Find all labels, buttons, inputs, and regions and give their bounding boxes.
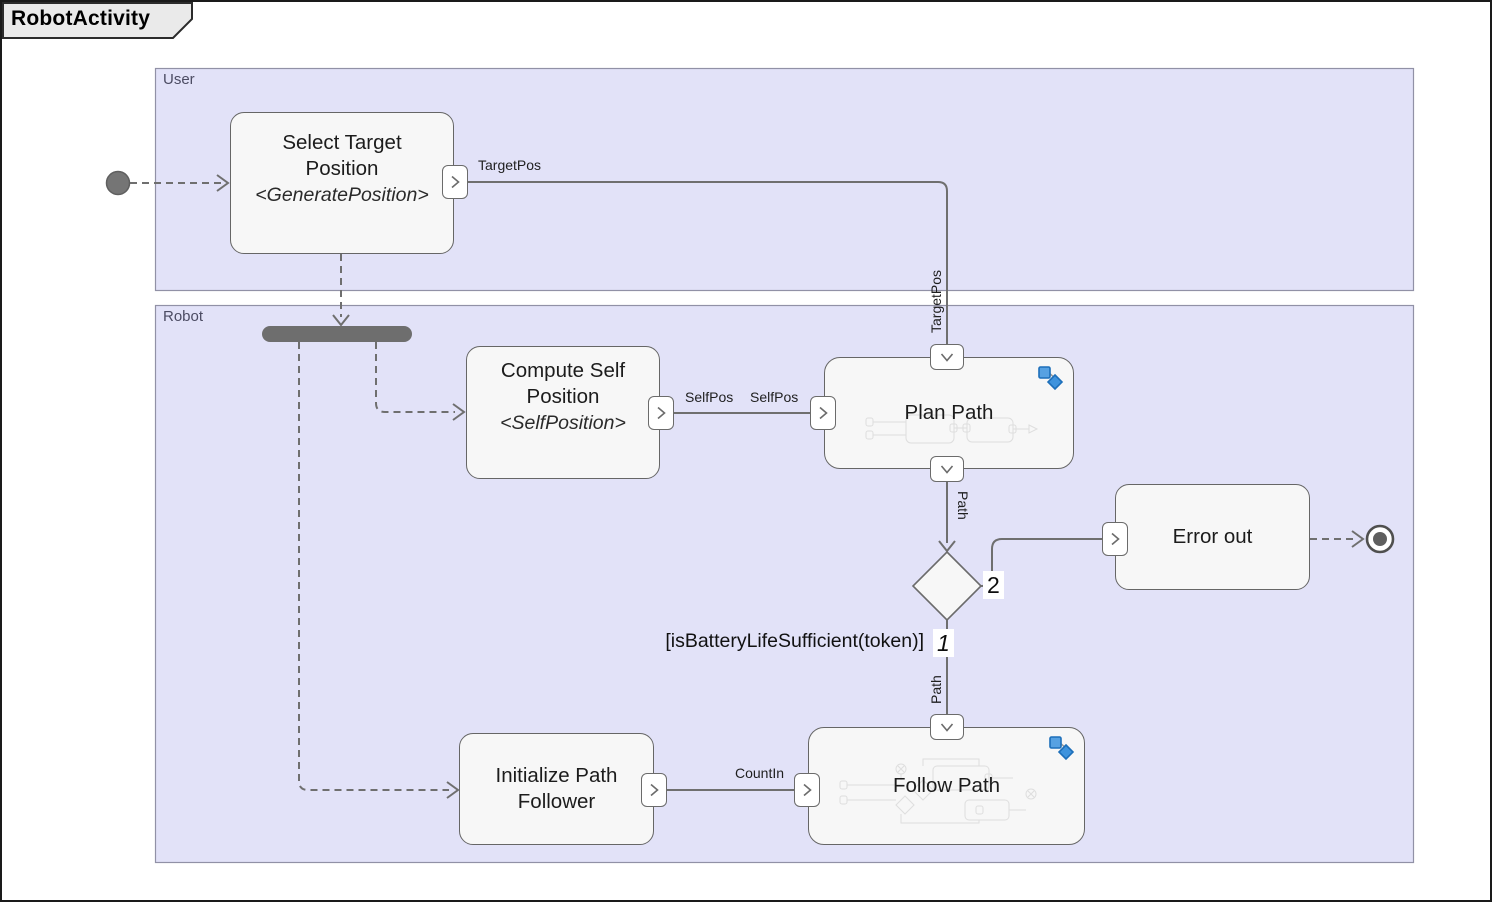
chevron-down-icon — [940, 353, 954, 362]
chevron-right-icon — [650, 783, 659, 797]
chevron-right-icon — [1111, 532, 1120, 546]
action-initialize-path-follower[interactable]: Initialize Path Follower — [459, 733, 654, 845]
pin-label-targetpos: TargetPos — [478, 157, 542, 173]
output-pin-targetpos[interactable] — [442, 165, 468, 199]
pin-label-countin: CountIn — [735, 765, 785, 781]
simulink-behavior-badge-icon — [1049, 736, 1075, 761]
lane-label-robot: Robot — [163, 308, 204, 325]
chevron-right-icon — [803, 783, 812, 797]
chevron-right-icon — [657, 406, 666, 420]
behavior-preview-watermark — [839, 758, 1037, 824]
branch-1-label: 1 — [933, 629, 954, 657]
flow-label-path-out: Path — [955, 491, 971, 520]
flow-fork-to-initialize-follower[interactable] — [298, 342, 460, 799]
input-pin-countin[interactable] — [794, 773, 820, 807]
action-stereotype: <SelfPosition> — [500, 412, 626, 434]
action-compute-self-position[interactable]: Compute Self Position <SelfPosition> — [466, 346, 660, 479]
output-pin-countin[interactable] — [641, 773, 667, 807]
action-title: Select Target Position — [282, 131, 402, 180]
input-pin-error-out[interactable] — [1102, 522, 1128, 556]
simulink-behavior-badge-icon — [1038, 366, 1064, 391]
flow-path-to-decision[interactable] — [938, 482, 956, 553]
action-follow-path[interactable]: Follow Path — [808, 727, 1085, 845]
pin-label-selfpos-out: SelfPos — [685, 389, 734, 405]
chevron-right-icon — [451, 175, 460, 189]
branch-2-label: 2 — [983, 571, 1004, 599]
guard-condition-label: [isBatteryLifeSufficient(token)] — [665, 630, 924, 652]
chevron-right-icon — [819, 406, 828, 420]
action-select-target-position[interactable]: Select Target Position <GeneratePosition… — [230, 112, 454, 254]
input-pin-selfpos[interactable] — [810, 396, 836, 430]
output-pin-path[interactable] — [930, 456, 964, 482]
diagram-title-tab — [2, 2, 193, 39]
action-error-out[interactable]: Error out — [1115, 484, 1310, 590]
diagram-title: RobotActivity — [11, 7, 151, 30]
initial-node[interactable] — [105, 170, 131, 196]
action-title: Error out — [1172, 525, 1253, 548]
input-pin-path[interactable] — [930, 714, 964, 740]
final-node[interactable] — [1365, 524, 1395, 554]
flow-label-path-in: Path — [928, 675, 944, 704]
flow-label-targetpos-vertical: TargetPos — [928, 269, 944, 333]
fork-node[interactable] — [262, 326, 412, 342]
lane-label-user: User — [163, 71, 195, 88]
flow-select-target-to-fork[interactable] — [332, 254, 350, 327]
flow-error-out-to-final[interactable] — [1310, 530, 1365, 548]
action-title: Follow Path — [892, 774, 1001, 797]
action-plan-path[interactable]: Plan Path — [824, 357, 1074, 469]
action-title: Plan Path — [904, 401, 994, 424]
flow-targetpos[interactable] — [468, 181, 948, 344]
chevron-down-icon — [940, 723, 954, 732]
action-title: Initialize Path Follower — [495, 764, 618, 813]
action-stereotype: <GeneratePosition> — [255, 184, 429, 206]
flow-fork-to-compute-self[interactable] — [375, 342, 466, 421]
action-title: Compute Self Position — [500, 359, 626, 408]
chevron-down-icon — [940, 465, 954, 474]
output-pin-selfpos[interactable] — [648, 396, 674, 430]
behavior-preview-watermark — [865, 414, 1039, 444]
flow-initial-to-select-target[interactable] — [130, 174, 230, 192]
pin-label-selfpos-in: SelfPos — [750, 389, 799, 405]
input-pin-targetpos[interactable] — [930, 344, 964, 370]
